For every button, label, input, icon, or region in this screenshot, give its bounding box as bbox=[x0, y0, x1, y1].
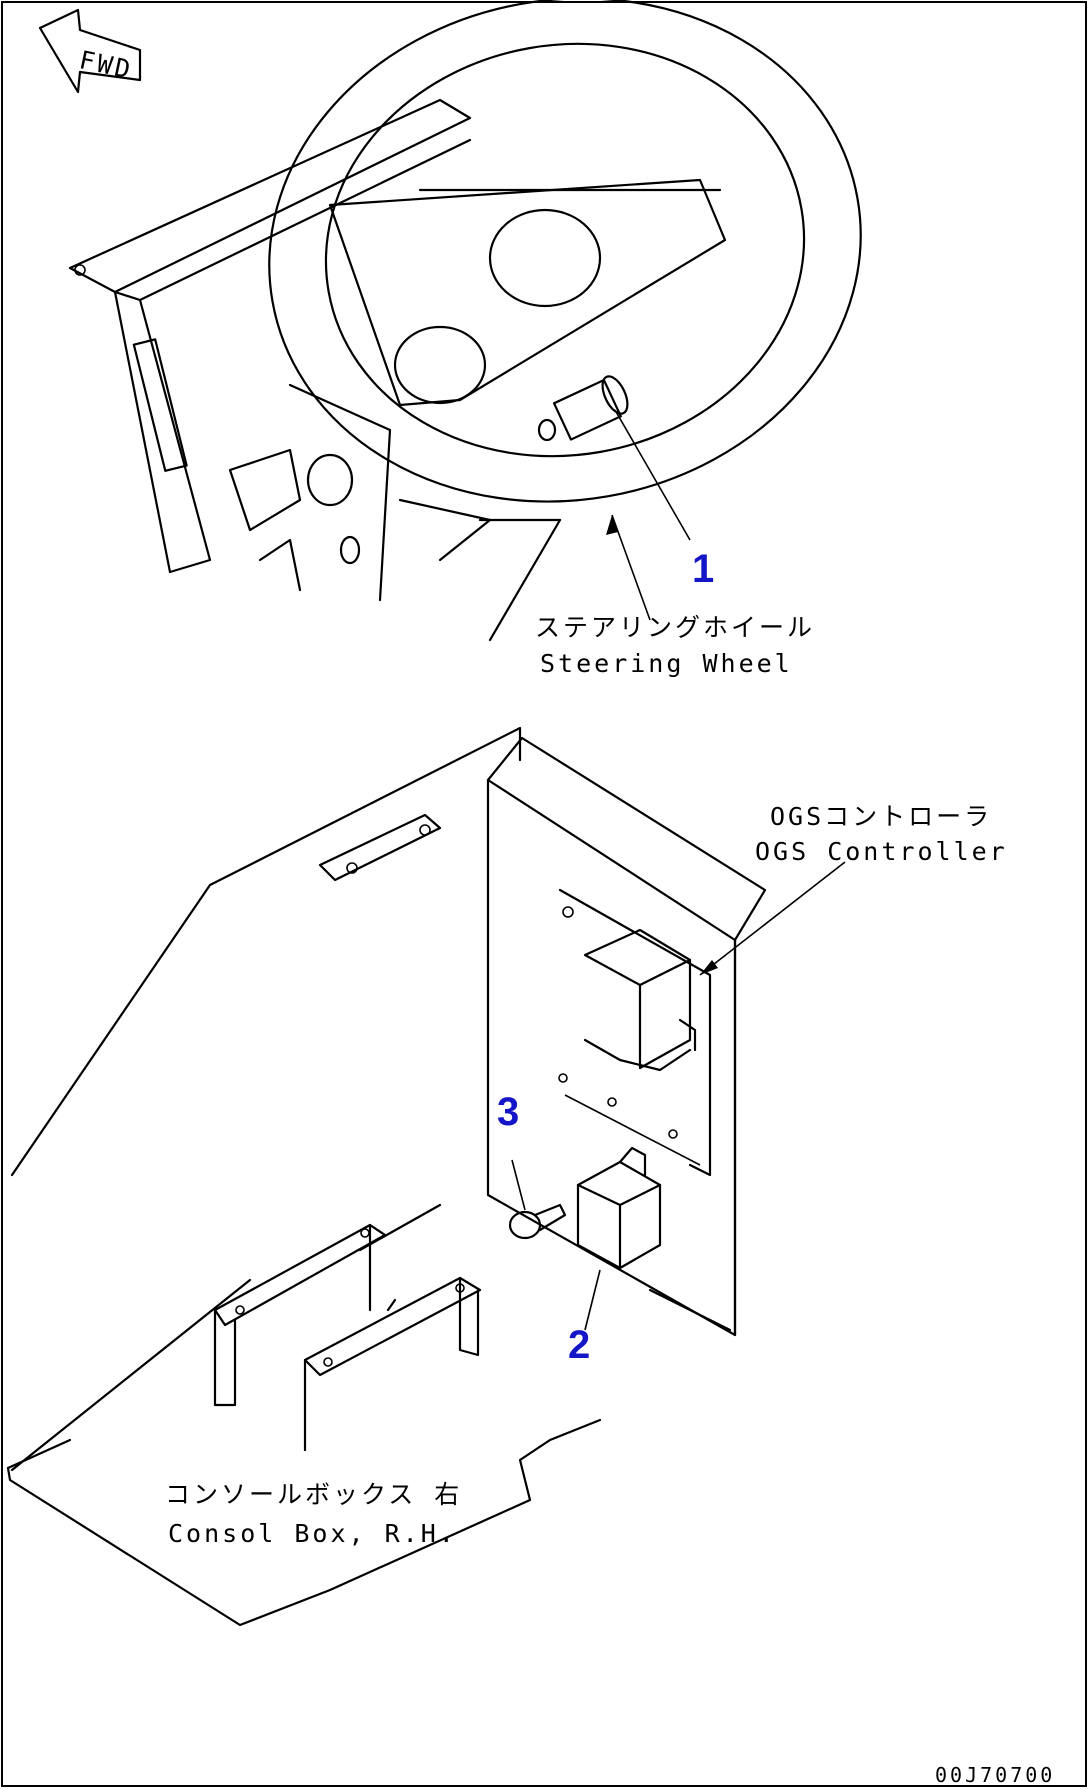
ogs-controller-part bbox=[558, 888, 712, 1177]
steering-wheel-label-en: Steering Wheel bbox=[540, 649, 793, 678]
callout-3: 3 bbox=[497, 1090, 519, 1134]
console-brackets bbox=[213, 1223, 482, 1452]
steering-switch-part bbox=[537, 375, 629, 442]
console-box-drawing bbox=[6, 726, 846, 1627]
ogs-controller-label-en: OGS Controller bbox=[755, 837, 1008, 866]
relay-part bbox=[576, 1146, 662, 1270]
callout-2: 2 bbox=[568, 1323, 590, 1367]
direction-arrow-icon: FWD bbox=[38, 8, 142, 94]
callout-1: 1 bbox=[692, 547, 714, 591]
direction-marker-label: FWD bbox=[77, 45, 136, 85]
ogs-controller-label-jp: OGSコントローラ bbox=[770, 802, 992, 831]
dashboard-drawing bbox=[68, 0, 862, 642]
steering-wheel-label-jp: ステアリングホイール bbox=[535, 613, 815, 642]
bolt-part bbox=[508, 1203, 567, 1240]
console-box-label-en: Consol Box, R.H. bbox=[168, 1519, 457, 1548]
figure-code: 00J70700 bbox=[935, 1763, 1055, 1787]
console-box-label-jp: コンソールボックス 右 bbox=[165, 1480, 462, 1509]
